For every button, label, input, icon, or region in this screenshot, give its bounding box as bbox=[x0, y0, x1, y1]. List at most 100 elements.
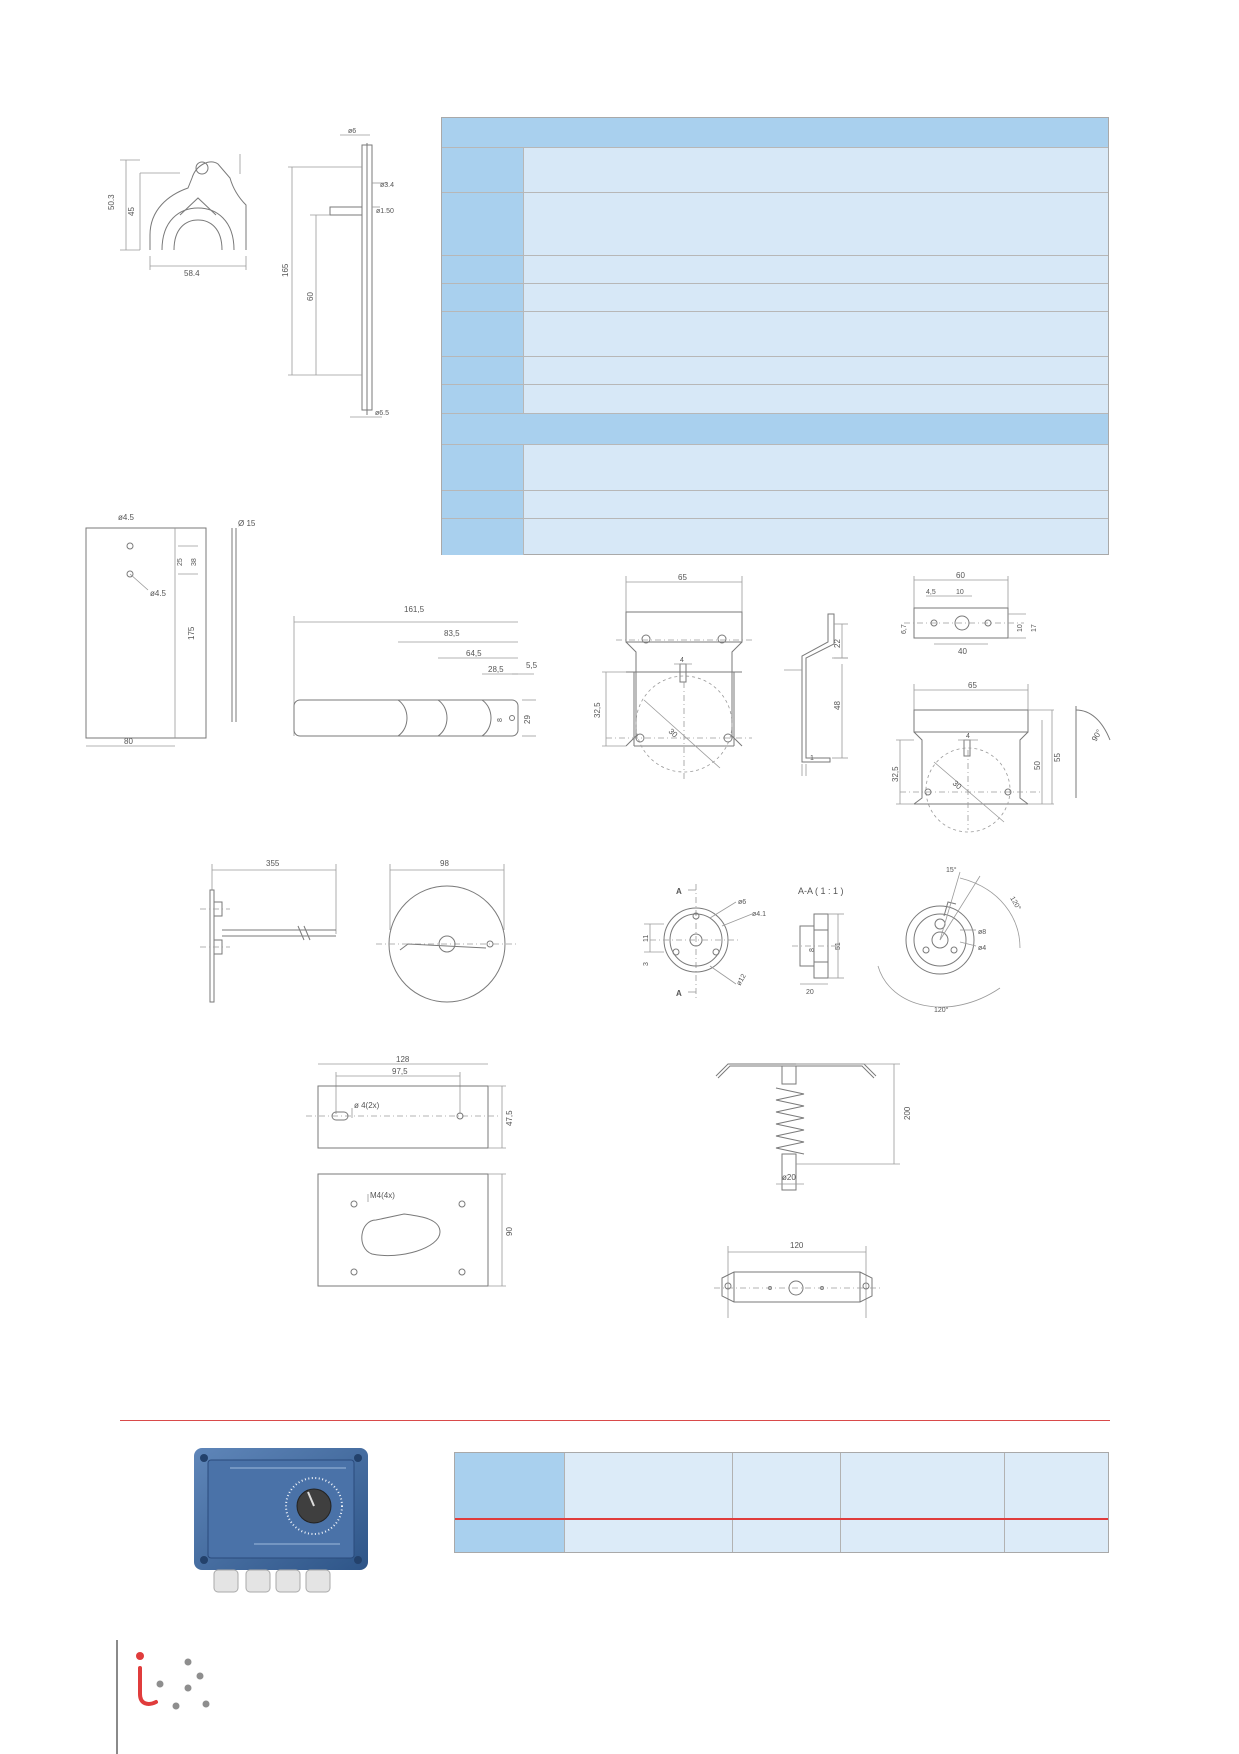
dim-label: 30 bbox=[951, 779, 964, 792]
dim-label: 30 bbox=[667, 727, 680, 740]
dim-label: ø1.50 bbox=[376, 208, 394, 215]
dim-label: Ø 15 bbox=[238, 519, 256, 528]
bracket-a-drawing: 65 4 30 32,5 bbox=[593, 573, 752, 782]
dim-label: 8 bbox=[809, 948, 816, 952]
dim-label: 355 bbox=[266, 859, 280, 868]
spec-subheader-row bbox=[442, 414, 1108, 445]
spec-row-label bbox=[442, 312, 524, 356]
dim-label: ø6 bbox=[738, 899, 746, 906]
order-table-col-4 bbox=[841, 1453, 1005, 1552]
triangle-bracket-drawing: 58.4 50.3 45 bbox=[107, 154, 247, 278]
section-label: A bbox=[676, 989, 682, 998]
dim-label: 11 bbox=[643, 935, 650, 942]
specification-table bbox=[441, 117, 1109, 555]
dim-label: 15° bbox=[946, 866, 957, 874]
order-table-col-1 bbox=[455, 1453, 565, 1552]
spec-row bbox=[442, 445, 1108, 491]
dim-label: 51 bbox=[835, 942, 842, 950]
bracket-top-drawing: 60 4,5 10 6,7 10 17 40 bbox=[901, 571, 1038, 656]
spec-row bbox=[442, 519, 1108, 555]
dim-label: ø8 bbox=[978, 929, 986, 936]
dim-label: 50 bbox=[1033, 761, 1042, 770]
dim-label: 161,5 bbox=[404, 605, 425, 614]
spec-row-label bbox=[442, 357, 524, 384]
spec-row-label bbox=[442, 256, 524, 283]
spec-row-label bbox=[442, 148, 524, 192]
dim-label: 47,5 bbox=[505, 1110, 514, 1126]
dim-label: ø4.5 bbox=[118, 513, 135, 522]
clip-drawing: 120 bbox=[714, 1241, 880, 1318]
long-probe-drawing: 161,5 83,5 64,5 28,5 5,5 8 29 bbox=[293, 605, 538, 737]
dim-label: 32,5 bbox=[891, 766, 900, 782]
section-label: A bbox=[676, 887, 682, 896]
bracket-side-drawing: 22 48 1 bbox=[784, 613, 848, 776]
dim-label: 55 bbox=[1053, 753, 1062, 762]
dim-label: 5,5 bbox=[526, 661, 538, 670]
dim-label: 38 bbox=[191, 558, 198, 566]
spec-row bbox=[442, 357, 1108, 385]
plate-probe-drawing: ø4.5 ø4.5 25 38 175 80 Ø 15 bbox=[85, 513, 256, 747]
dim-label: 50.3 bbox=[107, 194, 116, 210]
margin-line bbox=[116, 1640, 118, 1754]
order-table-col-5 bbox=[1005, 1453, 1108, 1552]
bracket-b-drawing: 65 4 30 32,5 50 55 90° bbox=[891, 681, 1111, 833]
dim-label: ø4 bbox=[978, 945, 986, 952]
order-table-col-2 bbox=[565, 1453, 733, 1552]
dim-label: M4(4x) bbox=[370, 1191, 395, 1200]
dim-label: 120° bbox=[1008, 895, 1022, 912]
section-divider bbox=[120, 1420, 1110, 1421]
dim-label: 32,5 bbox=[593, 702, 602, 718]
rod-probe-drawing: ø6 ø3.4 ø1.50 165 60 ø6.5 bbox=[281, 128, 394, 418]
dim-label: 120 bbox=[790, 1241, 804, 1250]
dim-label: 120° bbox=[934, 1006, 949, 1014]
dim-label: ø 4(2x) bbox=[354, 1101, 380, 1110]
dim-label: 60 bbox=[956, 571, 965, 580]
spring-probe-drawing: 200 ø20 bbox=[715, 1063, 912, 1191]
pipe-probe-drawing: 355 bbox=[200, 859, 337, 1003]
dim-label: ø3.4 bbox=[380, 182, 394, 189]
spec-row bbox=[442, 312, 1108, 357]
spec-row bbox=[442, 148, 1108, 193]
dim-label: 4 bbox=[680, 657, 684, 664]
dim-label: 29 bbox=[523, 715, 532, 724]
dim-label: 6,7 bbox=[901, 624, 908, 634]
dim-label: ø6.5 bbox=[375, 410, 389, 417]
dim-label: 90° bbox=[1090, 728, 1104, 743]
order-table-col-3 bbox=[733, 1453, 841, 1552]
spec-row-label bbox=[442, 519, 524, 555]
dim-label: 1 bbox=[810, 755, 814, 762]
dim-label: 25 bbox=[177, 558, 184, 566]
spec-header-row bbox=[442, 118, 1108, 148]
dim-label: ø12 bbox=[736, 973, 748, 987]
dim-label: 28,5 bbox=[488, 665, 504, 674]
dim-label: 175 bbox=[187, 626, 196, 640]
dim-label: 17 bbox=[1031, 624, 1038, 632]
spec-row-label bbox=[442, 385, 524, 413]
dim-label: 8 bbox=[497, 718, 504, 722]
dim-label: 65 bbox=[678, 573, 687, 582]
dim-label: 64,5 bbox=[466, 649, 482, 658]
dim-label: 58.4 bbox=[184, 269, 200, 278]
dim-label: ø4.5 bbox=[150, 589, 167, 598]
disc-drawing: 98 bbox=[376, 859, 516, 1003]
section-title: A-A ( 1 : 1 ) bbox=[798, 886, 844, 896]
dim-label: 200 bbox=[903, 1106, 912, 1120]
dim-label: 128 bbox=[396, 1055, 410, 1064]
thermostat-photo bbox=[194, 1448, 368, 1593]
dim-label: 4 bbox=[966, 733, 970, 740]
dim-label: ø20 bbox=[782, 1173, 796, 1182]
box-front-drawing: M4(4x) 90 bbox=[317, 1173, 514, 1287]
dim-label: 45 bbox=[127, 207, 136, 216]
dim-label: 48 bbox=[833, 701, 842, 710]
dim-label: 165 bbox=[281, 263, 290, 277]
company-logo bbox=[136, 1652, 210, 1710]
dim-label: 4,5 bbox=[926, 589, 936, 596]
dim-label: 65 bbox=[968, 681, 977, 690]
dim-label: 10 bbox=[1017, 624, 1024, 632]
box-top-drawing: 128 97,5 ø 4(2x) 47,5 bbox=[306, 1055, 514, 1149]
order-table-red-line bbox=[455, 1518, 1108, 1520]
dim-label: 98 bbox=[440, 859, 449, 868]
spec-row bbox=[442, 385, 1108, 414]
dim-label: 97,5 bbox=[392, 1067, 408, 1076]
spec-row-label bbox=[442, 284, 524, 311]
